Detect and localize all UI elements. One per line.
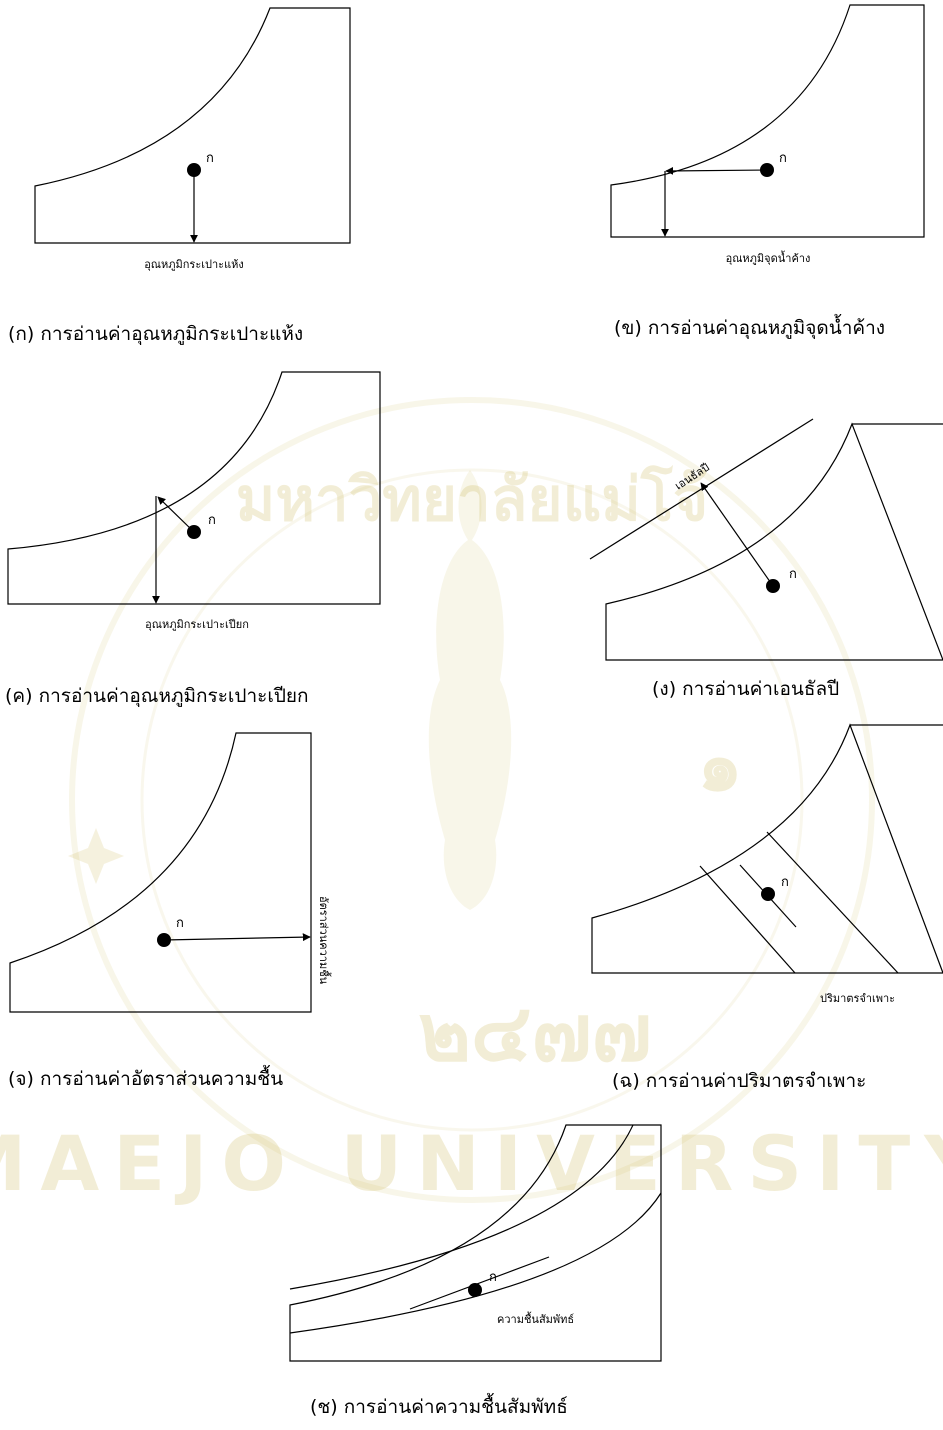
watermark: มหาวิทยาลัยแม่โจ้ ๒๔๗๗ MAEJO UNIVERSITY … (0, 397, 943, 1208)
panel-f-point-label: ก (781, 875, 789, 890)
panel-c-state-point (187, 525, 201, 539)
panel-c-arrow-diagonal (157, 496, 195, 533)
panel-a-state-point (187, 163, 201, 177)
panel-d-point-label: ก (789, 567, 797, 582)
panel-b: ก อุณหภูมิจุดน้ำค้าง (ข) การอ่านค่าอุณหภ… (610, 4, 925, 340)
panel-e-caption: (จ) การอ่านค่าอัตราส่วนความชื้น (8, 1065, 283, 1090)
panel-e-point-label: ก (176, 916, 184, 931)
panel-d: ก เอนธัลปี (ง) การอ่านค่าเอนธัลปี (589, 418, 943, 700)
panel-f-volume-line-1 (699, 865, 796, 974)
panel-g-point-label: ก (489, 1270, 497, 1285)
panel-d-state-point (766, 579, 780, 593)
panel-a: ก อุณหภูมิกระเปาะแห้ง (ก) การอ่านค่าอุณห… (8, 7, 351, 346)
panel-c-outline (7, 371, 381, 605)
panel-f-axis-label: ปริมาตรจำเพาะ (820, 992, 895, 1005)
panel-g: ก ความชื้นสัมพัทธ์ (ช) การอ่านค่าความชื้… (289, 1124, 662, 1418)
panel-b-point-label: ก (779, 151, 787, 166)
panel-d-caption: (ง) การอ่านค่าเอนธัลปี (652, 678, 839, 700)
panel-b-outline (610, 4, 925, 238)
panel-e-axis-label: อัตราส่วนความชื้น (317, 896, 332, 985)
panel-b-arrow-horizontal (665, 166, 768, 175)
watermark-ring-icon (69, 397, 875, 1203)
panel-a-caption: (ก) การอ่านค่าอุณหภูมิกระเปาะแห้ง (8, 323, 303, 346)
watermark-university: MAEJO UNIVERSITY (0, 1119, 943, 1208)
panel-f-state-point (761, 887, 775, 901)
panel-b-axis-label: อุณหภูมิจุดน้ำค้าง (726, 250, 811, 265)
panel-a-axis-label: อุณหภูมิกระเปาะแห้ง (144, 258, 244, 271)
watermark-year: ๒๔๗๗ (418, 986, 652, 1079)
panel-d-arrow (700, 482, 774, 587)
panel-f-volume-line-2 (766, 831, 899, 974)
panel-c-point-label: ก (208, 513, 216, 528)
panel-d-outline (605, 422, 943, 661)
panel-e-arrow (163, 933, 311, 942)
watermark-figure-icon (428, 470, 512, 910)
panel-c: ก อุณหภูมิกระเปาะเปียก (ค) การอ่านค่าอุณ… (5, 371, 381, 708)
panel-a-outline (34, 7, 351, 244)
watermark-ring-inner-icon (140, 468, 804, 1132)
panel-e: ก อัตราส่วนความชื้น (จ) การอ่านค่าอัตราส… (8, 732, 332, 1090)
panel-g-caption: (ช) การอ่านค่าความชื้นสัมพัทธ์ (310, 1393, 568, 1418)
watermark-star-icon (68, 828, 124, 884)
panel-c-axis-label: อุณหภูมิกระเปาะเปียก (145, 618, 249, 631)
watermark-top-text: มหาวิทยาลัยแม่โจ้ (236, 464, 708, 535)
panel-g-outline (289, 1124, 662, 1362)
panel-f-caption: (ฉ) การอ่านค่าปริมาตรจำเพาะ (612, 1070, 866, 1092)
panel-a-point-label: ก (206, 151, 214, 166)
panel-c-caption: (ค) การอ่านค่าอุณหภูมิกระเปาะเปียก (5, 685, 309, 708)
panel-f: ก ปริมาตรจำเพาะ (ฉ) การอ่านค่าปริมาตรจำเ… (591, 723, 943, 1092)
panel-e-outline (9, 732, 312, 1013)
panel-e-state-point (157, 933, 171, 947)
panel-g-axis-label: ความชื้นสัมพัทธ์ (497, 1311, 574, 1326)
panel-g-reading-line (409, 1256, 550, 1310)
panel-g-state-point (468, 1283, 482, 1297)
watermark-digit: ๑ (698, 725, 742, 807)
panel-f-outline (591, 723, 943, 974)
panel-b-state-point (760, 163, 774, 177)
panel-g-rh-curve-1 (289, 1192, 662, 1334)
panel-b-caption: (ข) การอ่านค่าอุณหภูมิจุดน้ำค้าง (614, 314, 885, 340)
panel-g-rh-curve-2 (289, 1124, 634, 1290)
